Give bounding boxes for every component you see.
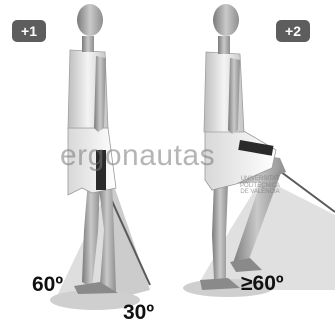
angle-label-left-front: 60º — [32, 274, 63, 295]
right-head — [213, 4, 239, 36]
angle-label-right: ≥60º — [241, 273, 284, 294]
score-badge-left: +1 — [12, 20, 46, 42]
left-head — [77, 4, 103, 36]
left-angle-zone-back — [112, 180, 150, 300]
watermark-brand: ergonautas — [60, 139, 215, 173]
score-badge-right: +2 — [276, 20, 310, 42]
watermark-subtitle: UNIVERSITAT POLITÈCNICA DE VALÈNCIA — [240, 176, 280, 196]
angle-label-left-back: 30º — [123, 302, 154, 323]
